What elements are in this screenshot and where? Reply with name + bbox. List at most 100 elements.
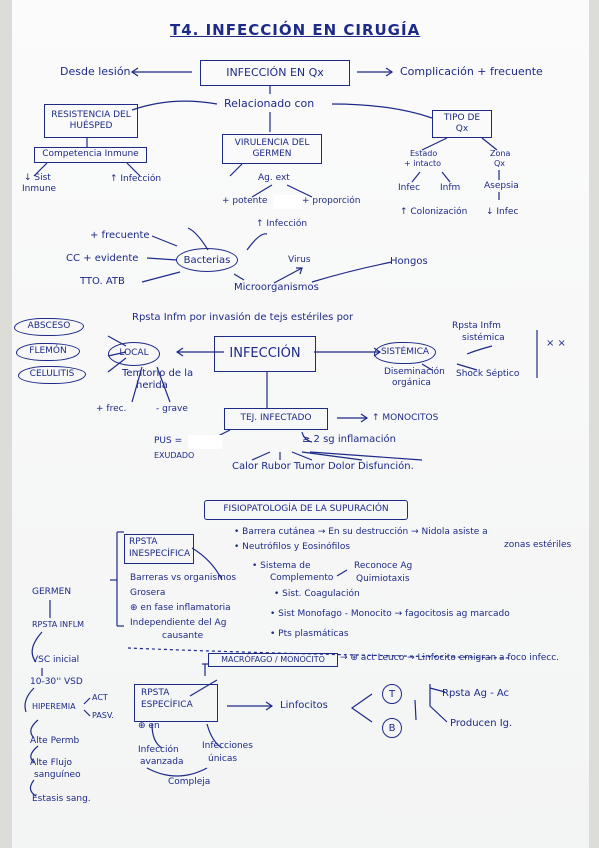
source-label: Desde lesión	[60, 65, 131, 78]
active-in-label: ⊕ en	[138, 721, 160, 731]
systemic-response-label: Rpsta Infm	[452, 321, 501, 331]
redaction-block-2	[188, 435, 222, 449]
page-title: T4. INFECCIÓN EN CIRUGÍA	[170, 21, 421, 39]
chemotaxis-label: Quimiotaxis	[356, 574, 410, 584]
inflammation-label: Infm	[440, 183, 461, 193]
macrophage-box: MACRÓFAGO / MONOCITO	[208, 653, 338, 667]
independent-label: Independiente del Ag	[130, 618, 227, 628]
state-label: Estado	[410, 149, 438, 158]
immune-label: Inmune	[22, 184, 57, 194]
inflammation-signs-label: ≥ 2 sg inflamación	[302, 434, 396, 445]
bacteria-oval: Bacterias	[176, 248, 238, 272]
response-definition: Rpsta Infm por invasión de tejs estérile…	[132, 312, 354, 323]
specific-response-box: RPSTA ESPECÍFICA	[134, 684, 218, 722]
coarse-label: Grosera	[130, 588, 166, 598]
unique-label: únicas	[208, 754, 238, 764]
potent-label: + potente	[222, 196, 268, 206]
permeability-label: Alte Permb	[30, 736, 80, 746]
monophage-item: • Sist Monofago - Monocito → fagocitosis…	[270, 609, 510, 619]
vsd-label: 10-30'' VSD	[30, 677, 83, 687]
specific-line2: ESPECÍFICA	[141, 700, 193, 711]
complex-label: Compleja	[168, 777, 211, 787]
skin-barrier-item: • Barrera cutánea → En su destrucción → …	[234, 527, 488, 537]
asepsis-label: Asepsia	[484, 181, 519, 191]
surgery-type-line1: TIPO DE	[443, 112, 481, 123]
treatment-label: TTO. ATB	[80, 276, 125, 287]
proportion-label: + proporción	[302, 196, 361, 206]
complication-label: Complicación + frecuente	[400, 65, 543, 78]
immune-competence-box: Competencia Inmune	[34, 147, 147, 163]
surgery-type-box: TIPO DE Qx	[432, 110, 492, 138]
virulence-line1: VIRULENCIA DEL	[234, 137, 310, 148]
infec-label: Infec	[398, 183, 421, 193]
exudate-label: EXUDADO	[154, 451, 195, 460]
blood-label: sanguíneo	[34, 770, 81, 780]
complement-label: Complemento	[270, 573, 334, 583]
causative-label: causante	[162, 631, 204, 641]
recognizes-ag-label: Reconoce Ag	[354, 561, 413, 571]
zone-qx-label: Qx	[494, 159, 506, 168]
zone-label: Zona	[490, 149, 511, 158]
virulence-line2: GERMEN	[252, 149, 292, 159]
advanced-label: avanzada	[140, 757, 184, 767]
infection-decrease-label: ↓ Infec	[486, 207, 519, 217]
germ-label: GERMEN	[32, 587, 72, 597]
inflammatory-phase-label: ⊕ en fase inflamatoria	[130, 603, 231, 613]
infection-advanced-label: Infección	[138, 745, 179, 755]
main-topic-box: INFECCIÓN EN Qx	[200, 60, 350, 86]
resistance-box: RESISTENCIA DEL HUÉSPED	[44, 104, 138, 138]
active-label: ACT	[92, 693, 108, 702]
abscess-cloud: ABSCESO	[14, 318, 84, 336]
territory-label: Temtorio de la	[122, 368, 194, 379]
hyperemia-label: HIPEREMIA	[32, 702, 76, 711]
dissemination-label: Diseminación	[384, 367, 445, 377]
intact-label: + intacto	[404, 159, 442, 168]
systemic-cloud: SISTÉMICA	[374, 342, 436, 364]
sterile-zones-label: zonas estériles	[504, 540, 572, 550]
evident-label: CC + evidente	[66, 253, 139, 264]
t-cell-circle: T	[382, 684, 402, 704]
neutrophils-item: • Neutrófilos y Eosinófilos	[234, 542, 351, 552]
less-severe-label: - grave	[156, 404, 188, 414]
virus-label: Virus	[288, 255, 311, 265]
passive-label: PASV.	[92, 711, 114, 720]
phlegmon-cloud: FLEMÓN	[16, 343, 80, 361]
nonspecific-line1: RPSTA	[129, 537, 158, 547]
antigen-label: Ag. ext	[258, 173, 290, 183]
leuko-activation-label: → ⊕ act Leuco → Linfocito emigran a foco…	[340, 653, 560, 663]
coagulation-item: • Sist. Coagulación	[274, 589, 360, 599]
frequent-label: + frecuente	[90, 230, 150, 241]
nonspecific-response-box: RPSTA INESPECÍFICA	[124, 534, 194, 564]
inflammatory-response-label: RPSTA INFLM	[32, 620, 85, 629]
monocytes-label: ↑ MONOCITOS	[372, 413, 439, 423]
plasma-proteins-item: • Pts plasmáticas	[270, 629, 349, 639]
initial-vsc-label: VSC inicial	[32, 655, 80, 665]
immune-down-label: ↓ Sist	[24, 173, 51, 183]
notes-sheet: T4. INFECCIÓN EN CIRUGÍA Desde lesión IN…	[12, 0, 589, 848]
septic-shock-label: Shock Séptico	[456, 369, 520, 379]
systemic-response-label2: sistémica	[462, 333, 505, 343]
specific-line1: RPSTA	[141, 688, 170, 698]
stasis-label: Estasis sang.	[32, 794, 91, 804]
infection-box: INFECCIÓN	[214, 336, 316, 372]
complement-system-item: • Sistema de	[252, 561, 311, 571]
barriers-label: Barreras vs organismos	[130, 573, 237, 583]
surgery-type-line2: Qx	[455, 124, 469, 134]
nonspecific-line2: INESPECÍFICA	[129, 548, 191, 559]
redaction-block	[274, 195, 302, 209]
virulence-box: VIRULENCIA DEL GERMEN	[222, 134, 322, 164]
fungi-label: Hongos	[390, 256, 428, 267]
local-oval: LOCAL	[108, 342, 160, 366]
wound-label: herida	[136, 380, 168, 391]
ag-ac-response-label: Rpsta Ag - Ac	[442, 688, 510, 699]
ig-production-label: Producen Ig.	[450, 718, 513, 729]
infected-tissue-box: TEJ. INFECTADO	[224, 408, 328, 430]
cellulitis-cloud: CELULITIS	[18, 366, 86, 384]
infection-up-label: ↑ Infección	[110, 174, 162, 184]
infections-label: Infecciones	[202, 741, 253, 751]
cardinal-signs: Calor Rubor Tumor Dolor Disfunción.	[232, 461, 414, 472]
microorganisms-label: Microorganismos	[234, 282, 319, 293]
colonization-label: ↑ Colonización	[400, 207, 468, 217]
lymphocytes-label: Linfocitos	[280, 700, 328, 711]
pus-label: PUS =	[154, 436, 183, 446]
